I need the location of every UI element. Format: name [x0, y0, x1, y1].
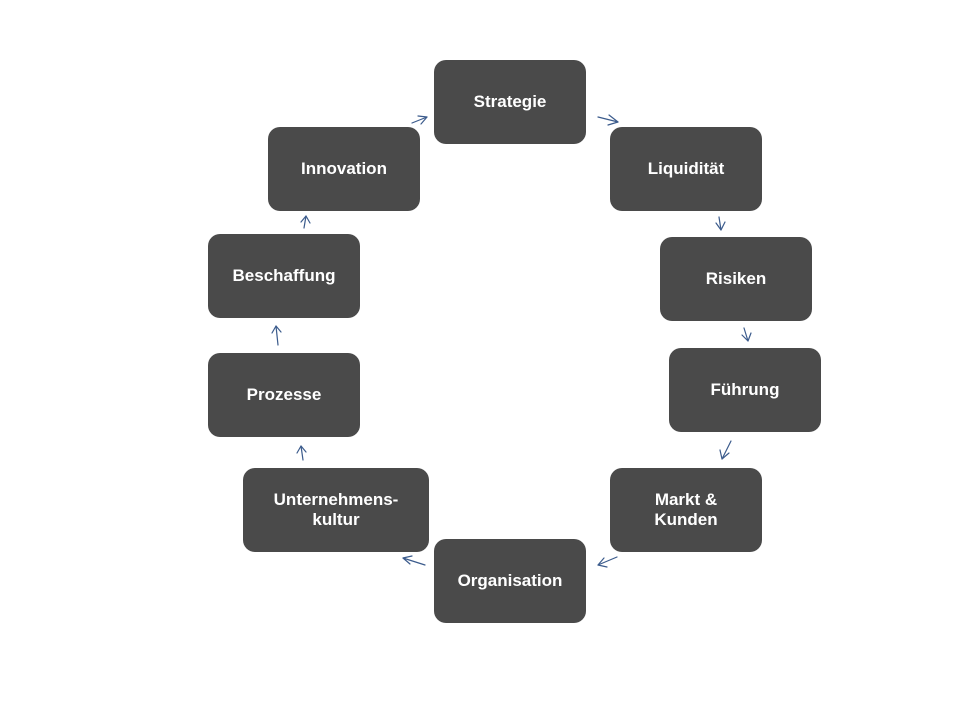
- node-label: Unternehmens- kultur: [273, 490, 399, 529]
- arrow-organisation-to-unternehmenskultur: [402, 555, 426, 566]
- arrow-unternehmenskultur-to-prozesse: [296, 445, 307, 461]
- node-label: Führung: [710, 380, 780, 399]
- node-prozesse: Prozesse: [208, 353, 360, 437]
- arrow-beschaffung-to-innovation: [300, 215, 311, 229]
- arrow-liquiditaet-to-risiken: [715, 216, 726, 231]
- node-risiken: Risiken: [660, 237, 812, 321]
- arrow-prozesse-to-beschaffung: [271, 325, 282, 346]
- node-markt-kunden: Markt & Kunden: [610, 468, 762, 552]
- node-label: Beschaffung: [232, 266, 336, 285]
- node-unternehmenskultur: Unternehmens- kultur: [243, 468, 429, 552]
- node-innovation: Innovation: [268, 127, 420, 211]
- node-label: Strategie: [473, 92, 547, 111]
- node-strategie: Strategie: [434, 60, 586, 144]
- arrow-fuehrung-to-markt-kunden: [719, 440, 732, 460]
- node-label: Liquidität: [647, 159, 725, 178]
- node-label: Innovation: [301, 159, 387, 178]
- arrow-strategie-to-liquiditaet: [597, 114, 619, 126]
- node-beschaffung: Beschaffung: [208, 234, 360, 318]
- node-label: Markt & Kunden: [654, 490, 718, 529]
- node-label: Organisation: [457, 571, 563, 590]
- arrow-markt-kunden-to-organisation: [597, 556, 618, 568]
- node-fuehrung: Führung: [669, 348, 821, 432]
- arrow-risiken-to-fuehrung: [741, 327, 752, 342]
- node-liquiditaet: Liquidität: [610, 127, 762, 211]
- node-organisation: Organisation: [434, 539, 586, 623]
- node-label: Risiken: [705, 269, 767, 288]
- arrow-innovation-to-strategie: [411, 115, 428, 125]
- node-label: Prozesse: [246, 385, 322, 404]
